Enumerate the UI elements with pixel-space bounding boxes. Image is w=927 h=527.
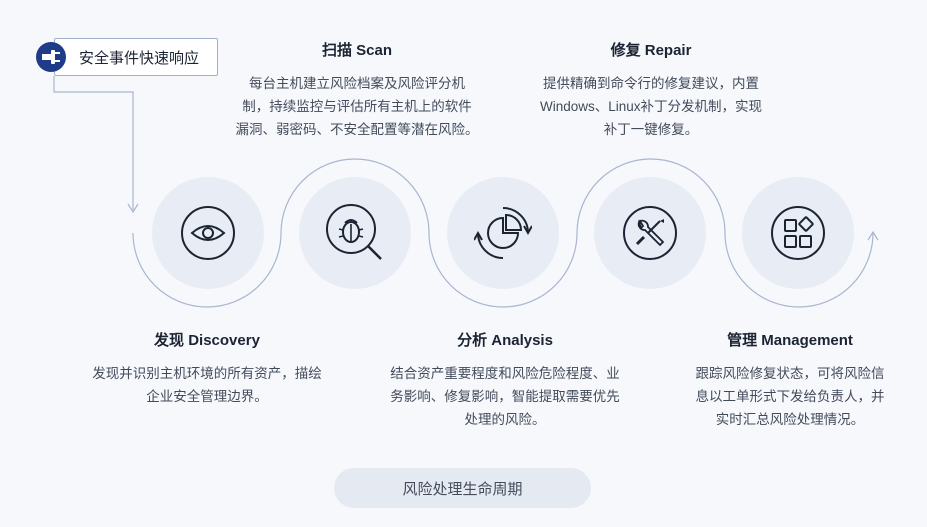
step-repair: 修复 Repair 提供精确到命令行的修复建议，内置 Windows、Linux…	[516, 39, 786, 141]
desc-line: 每台主机建立风险档案及风险评分机	[249, 76, 465, 91]
badge-label: 安全事件快速响应	[54, 38, 219, 76]
step-title: 修复 Repair	[610, 42, 692, 59]
step-title: 分析 Analysis	[457, 332, 553, 349]
wrench-screwdriver-icon	[623, 206, 677, 260]
scan-circle	[299, 177, 411, 289]
step-title: 发现 Discovery	[154, 332, 260, 349]
step-description: 结合资产重要程度和风险危险程度、业 务影响、修复影响，智能提取需要优先 处理的风…	[370, 362, 640, 431]
plug-icon	[36, 42, 66, 72]
repair-circle	[594, 177, 706, 289]
desc-line: Windows、Linux补丁分发机制，实现	[539, 99, 763, 114]
desc-line: 漏洞、弱密码、不安全配置等潜在风险。	[235, 122, 479, 137]
lifecycle-label: 风险处理生命周期	[334, 468, 591, 508]
desc-line: 跟踪风险修复状态，可将风险信	[695, 366, 885, 381]
desc-line: 息以工单形式下发给负责人，并	[695, 389, 885, 404]
desc-line: 发现并识别主机环境的所有资产，描绘	[92, 366, 322, 381]
pie-chart-refresh-icon	[474, 207, 532, 259]
discovery-circle	[152, 177, 264, 289]
desc-line: 提供精确到命令行的修复建议，内置	[543, 76, 759, 91]
desc-line: 处理的风险。	[464, 412, 546, 427]
step-description: 跟踪风险修复状态，可将风险信 息以工单形式下发给负责人，并 实时汇总风险处理情况…	[672, 362, 908, 431]
desc-line: 实时汇总风险处理情况。	[715, 412, 865, 427]
step-description: 发现并识别主机环境的所有资产，描绘 企业安全管理边界。	[77, 362, 337, 408]
desc-line: 企业安全管理边界。	[146, 389, 268, 404]
step-analysis: 分析 Analysis 结合资产重要程度和风险危险程度、业 务影响、修复影响，智…	[370, 329, 640, 431]
incident-response-badge: 安全事件快速响应	[36, 38, 219, 76]
management-circle	[742, 177, 854, 289]
grid-apps-icon	[771, 206, 825, 260]
desc-line: 补丁一键修复。	[603, 122, 699, 137]
bug-search-icon	[326, 204, 382, 260]
step-title: 扫描 Scan	[321, 42, 393, 59]
eye-icon	[181, 206, 235, 260]
desc-line: 结合资产重要程度和风险危险程度、业	[390, 366, 620, 381]
step-management: 管理 Management 跟踪风险修复状态，可将风险信 息以工单形式下发给负责…	[672, 329, 908, 431]
analysis-circle	[447, 177, 559, 289]
step-title: 管理 Management	[727, 332, 853, 349]
desc-line: 务影响、修复影响，智能提取需要优先	[390, 389, 620, 404]
step-discovery: 发现 Discovery 发现并识别主机环境的所有资产，描绘 企业安全管理边界。	[77, 329, 337, 408]
step-description: 提供精确到命令行的修复建议，内置 Windows、Linux补丁分发机制，实现 …	[516, 72, 786, 141]
step-scan: 扫描 Scan 每台主机建立风险档案及风险评分机 制，持续监控与评估所有主机上的…	[222, 39, 492, 141]
step-description: 每台主机建立风险档案及风险评分机 制，持续监控与评估所有主机上的软件 漏洞、弱密…	[222, 72, 492, 141]
desc-line: 制，持续监控与评估所有主机上的软件	[242, 99, 472, 114]
